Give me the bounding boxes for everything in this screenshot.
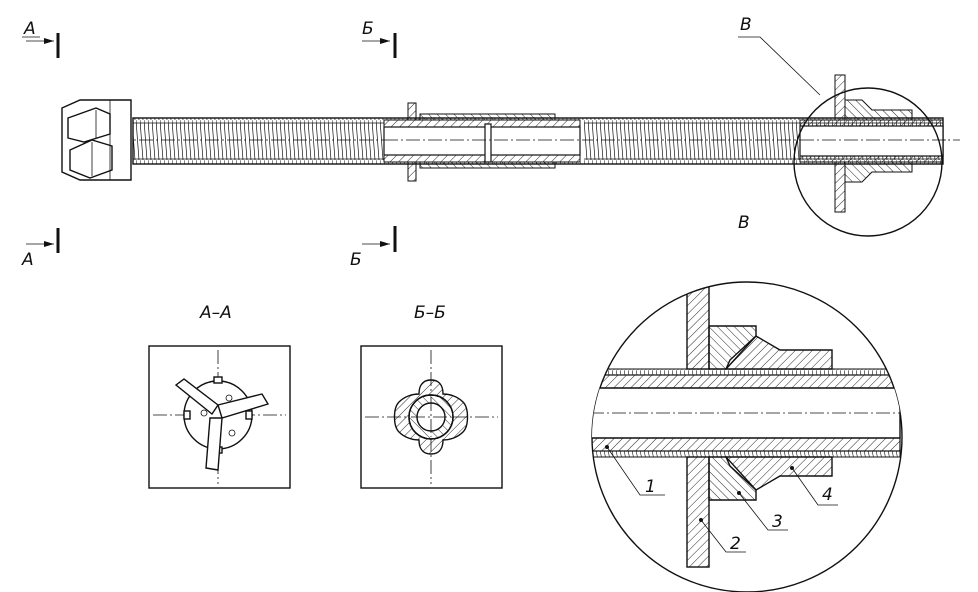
- section-a-title: А–А: [199, 303, 232, 323]
- section-label-a-bottom: А: [21, 250, 34, 270]
- rod-assembly: В: [61, 15, 960, 237]
- section-marker-b-bottom: Б: [350, 226, 397, 270]
- drill-head: [61, 99, 132, 181]
- section-label-a-top: А: [23, 19, 36, 39]
- pipe-end: [799, 74, 950, 213]
- part-number-3: 3: [772, 512, 783, 532]
- detail-view-title: В: [738, 213, 750, 233]
- leader-1: 1: [605, 445, 665, 497]
- detail-callout-circle: [793, 87, 943, 237]
- leader-2: 2: [699, 518, 746, 554]
- leader-4: 4: [790, 466, 838, 506]
- section-marker-a-top: А: [22, 19, 60, 58]
- part-number-2: 2: [730, 534, 741, 554]
- section-label-b-bottom: Б: [350, 250, 362, 270]
- section-a-view: [148, 345, 291, 489]
- section-b-title: Б–Б: [414, 303, 446, 323]
- coupling-section: [383, 102, 584, 182]
- section-marker-a-bottom: А: [21, 228, 60, 270]
- part-number-1: 1: [645, 477, 656, 497]
- detail-callout-label: В: [740, 15, 752, 35]
- detail-view-b: 1 2 3 4: [591, 281, 903, 592]
- section-b-view: [360, 345, 503, 489]
- section-label-b-top: Б: [362, 19, 374, 39]
- leader-3: 3: [737, 491, 788, 532]
- section-marker-b-top: Б: [362, 19, 397, 58]
- part-number-4: 4: [822, 485, 833, 505]
